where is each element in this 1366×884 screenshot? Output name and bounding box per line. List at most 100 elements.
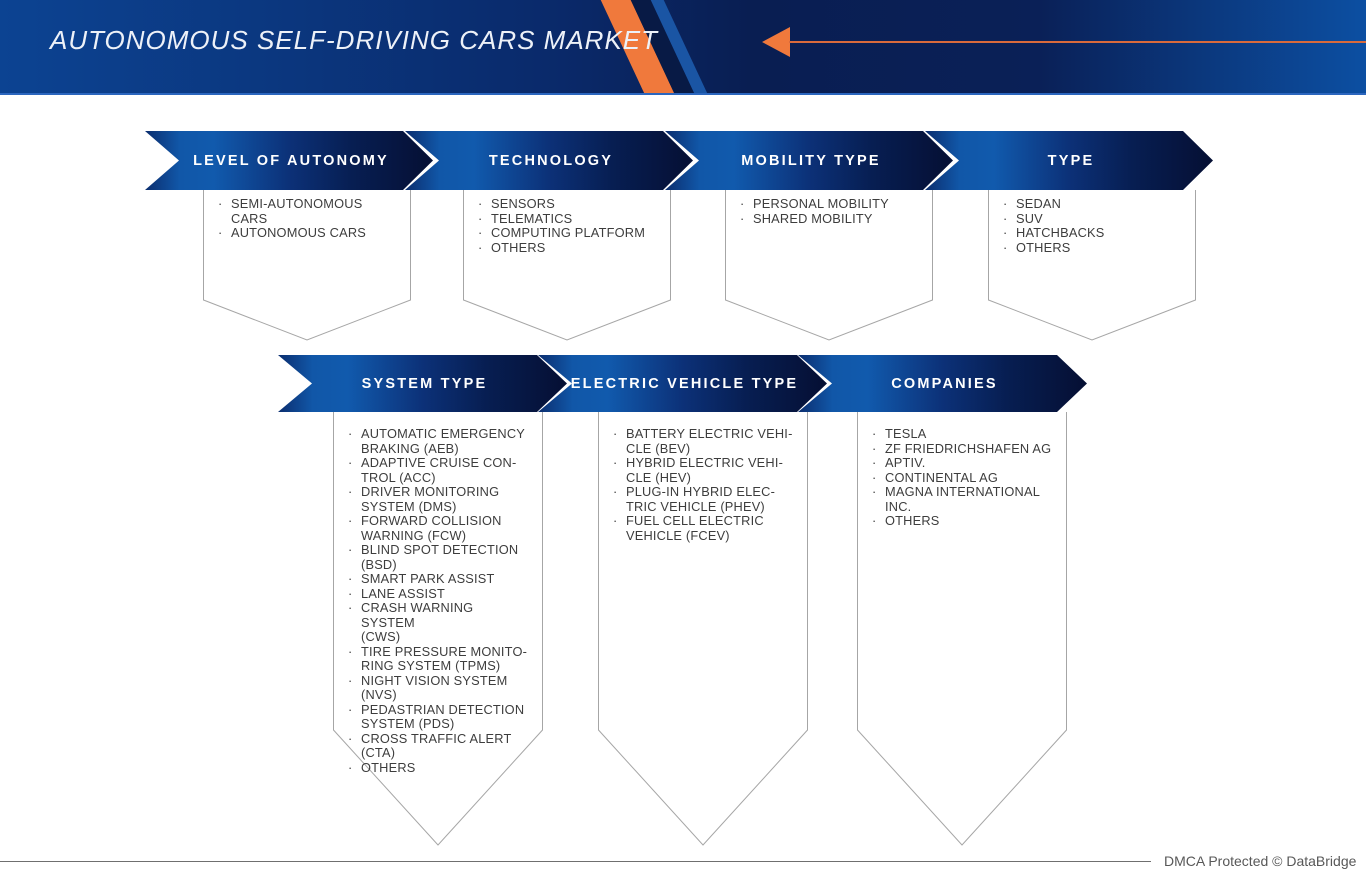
list-item-label: ZF FRIEDRICHSHAFEN AG [885, 440, 1052, 456]
arrow-line-decoration [789, 41, 1366, 43]
list-item-label: SMART PARK ASSIST [361, 571, 495, 586]
list-item: · SEMI-AUTONOMOUS CARS [218, 196, 397, 226]
segment-band-mobility-type: MOBILITY TYPE [665, 131, 953, 190]
list-item: · NIGHT VISION SYSTEM (NVS) [348, 672, 529, 703]
list-item: ·OTHERS [1003, 239, 1182, 256]
segment-list-electric-vehicle-type: · BATTERY ELECTRIC VEHI- CLE (BEV)·HYBRID… [598, 412, 808, 846]
list-item: ·CONTINENTAL AG [872, 469, 1053, 486]
list-item-label: HATCHBACKS [1016, 225, 1105, 240]
list-item: ·OTHERS [348, 759, 529, 776]
list-item-label: CONTINENTAL AG [885, 469, 999, 485]
bullet-icon: · [1003, 210, 1008, 226]
bullet-icon: · [348, 701, 353, 717]
list-item: · SUV [1003, 210, 1182, 227]
bullet-icon: · [478, 210, 483, 226]
bullet-icon: · [478, 196, 483, 211]
list-item-label: LANE ASSIST [361, 585, 445, 601]
pennant-outline [988, 190, 1196, 341]
bullet-icon: · [872, 440, 877, 456]
list-item: · PERSONAL MOBILITY [740, 196, 919, 212]
bullet-icon: · [348, 571, 353, 586]
bullet-icon: · [348, 455, 353, 470]
pennant-outline [725, 190, 933, 341]
list-item: ·APTIV. [872, 455, 1053, 471]
list-item: ·SEDAN [1003, 196, 1182, 212]
segment-header-label: TYPE [1047, 152, 1095, 169]
list-item: ·HYBRID ELECTRIC VEHI- CLE (HEV) [613, 455, 794, 485]
list-item: ·PLUG-IN HYBRID ELEC- TRIC VEHICLE (PHEV… [613, 484, 794, 514]
list-item: ·LANE ASSIST [348, 585, 529, 602]
list-item-label: SUV [1016, 210, 1043, 226]
segment-header-label: SYSTEM TYPE [361, 375, 488, 392]
list-item: ·TESLA [872, 426, 1053, 442]
header-banner: AUTONOMOUS SELF-DRIVING CARS MARKET [0, 0, 1366, 95]
segment-band-system-type: SYSTEM TYPE [278, 355, 567, 412]
left-arrow-icon [762, 27, 790, 57]
bullet-icon: · [613, 513, 618, 528]
list-item: · HATCHBACKS [1003, 225, 1182, 241]
bullet-icon: · [478, 225, 483, 240]
segment-header-label: TECHNOLOGY [488, 152, 614, 169]
list-item-label: BATTERY ELECTRIC VEHI- CLE (BEV) [626, 426, 793, 456]
segment-band-technology: TECHNOLOGY [405, 131, 693, 190]
list-item-label: COMPUTING PLATFORM [491, 225, 646, 240]
page-title: AUTONOMOUS SELF-DRIVING CARS MARKET [50, 25, 659, 55]
list-item-label: AUTONOMOUS CARS [231, 225, 367, 240]
segment-list-technology: ·SENSORS·TELEMATICS·COMPUTING PLATFORM·O… [463, 190, 671, 341]
list-item-label: MAGNA INTERNATIONAL INC. [885, 484, 1041, 514]
bullet-icon: · [348, 672, 353, 688]
bullet-icon: · [872, 455, 877, 470]
bullet-icon: · [348, 513, 353, 528]
bullet-icon: · [872, 484, 877, 499]
list-item-label: OTHERS [885, 513, 940, 528]
list-item-label: AUTOMATIC EMERGENCY BRAKING (AEB) [361, 426, 526, 456]
list-item-label: SEMI-AUTONOMOUS CARS [231, 196, 363, 226]
list-item: ·AUTONOMOUS CARS [218, 225, 397, 241]
list-item-label: SEDAN [1016, 196, 1062, 211]
bullet-icon: · [1003, 225, 1008, 240]
list-item: · ZF FRIEDRICHSHAFEN AG [872, 440, 1053, 457]
bullet-icon: · [348, 542, 353, 557]
segment-list-type: ·SEDAN·SUV·HATCHBACKS·OTHERS [988, 190, 1196, 341]
bullet-icon: · [348, 600, 353, 615]
segment-list-system-type: · AUTOMATIC EMERGENCY BRAKING (AEB) · ADAPT… [333, 412, 543, 846]
bullet-icon: · [613, 455, 618, 470]
list-item-label: ADAPTIVE CRUISE CON- TROL (ACC) [361, 455, 517, 485]
list-item: · OTHERS [872, 513, 1053, 529]
segment-header-label: LEVEL OF AUTONOMY [193, 152, 389, 169]
bullet-icon: · [348, 484, 353, 499]
segment-header-label: COMPANIES [891, 375, 998, 392]
pennant-outline [463, 190, 671, 341]
bullet-icon: · [740, 196, 745, 211]
segment-band-type: TYPE [925, 131, 1213, 190]
bullet-icon: · [478, 239, 483, 255]
list-item: ·CRASH WARNING SYSTEM (CWS) [348, 600, 529, 645]
pennant-outline [857, 412, 1067, 846]
list-item: · COMPUTING PLATFORM [478, 225, 657, 241]
bullet-icon: · [348, 643, 353, 659]
bullet-icon: · [613, 484, 618, 499]
list-item: ·TELEMATICS [478, 210, 657, 227]
list-item: · PEDASTRIAN DETECTION SYSTEM (PDS) [348, 701, 529, 732]
segment-list-level-of-autonomy: · SEMI-AUTONOMOUS CARS·AUTONOMOUS CARS [203, 190, 411, 341]
list-item-label: PERSONAL MOBILITY [753, 196, 889, 211]
bullet-icon: · [740, 210, 745, 226]
list-item-label: OTHERS [491, 239, 546, 255]
bullet-icon: · [348, 730, 353, 746]
list-item-label: PEDASTRIAN DETECTION SYSTEM (PDS) [361, 701, 525, 731]
list-item-label: OTHERS [361, 759, 416, 775]
list-item-label: SHARED MOBILITY [753, 210, 873, 226]
segment-list-mobility-type: · PERSONAL MOBILITY · SHARED MOBILITY [725, 190, 933, 341]
segment-band-companies: COMPANIES [798, 355, 1087, 412]
list-item-label: NIGHT VISION SYSTEM (NVS) [361, 672, 508, 702]
bullet-icon: · [1003, 239, 1008, 255]
list-item: · MAGNA INTERNATIONAL INC. [872, 484, 1053, 514]
list-item-label: FUEL CELL ELECTRIC VEHICLE (FCEV) [626, 513, 764, 543]
list-item: · FUEL CELL ELECTRIC VEHICLE (FCEV) [613, 513, 794, 543]
pennant-outline [598, 412, 808, 846]
bullet-icon: · [348, 426, 353, 441]
bullet-icon: · [218, 196, 223, 211]
list-item-label: CROSS TRAFFIC ALERT (CTA) [361, 730, 512, 760]
bullet-icon: · [872, 513, 877, 528]
